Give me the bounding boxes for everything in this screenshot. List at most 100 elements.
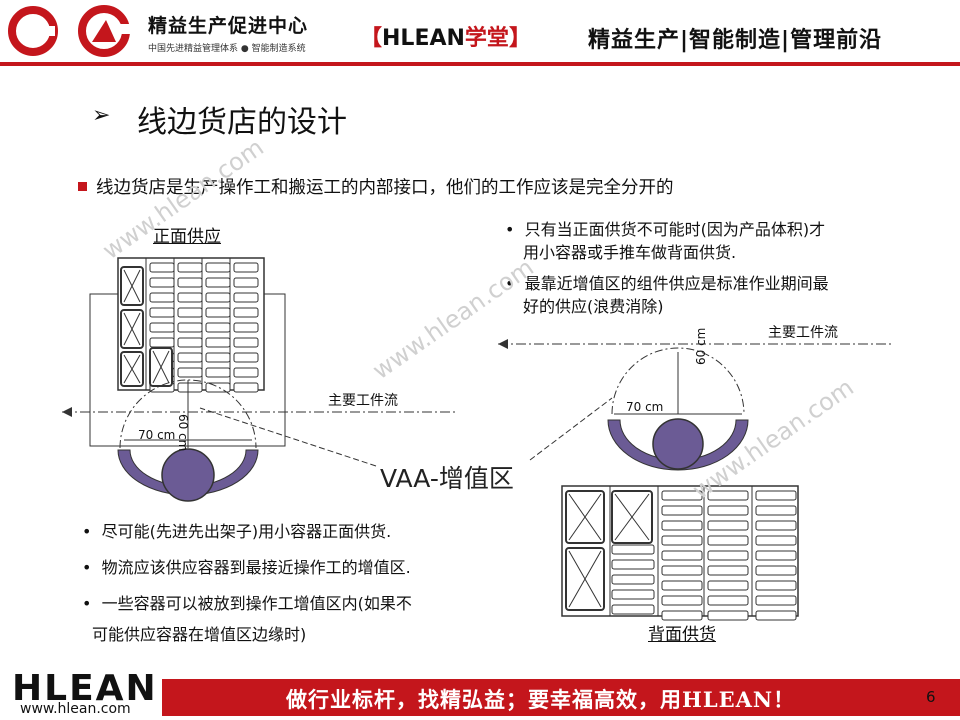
shelf-slot (755, 565, 797, 576)
shelf-slot (661, 595, 703, 606)
main-point: 线边货店是生产操作工和搬运工的内部接口，他们的工作应该是完全分开的 (96, 178, 674, 198)
shelf-slot (205, 262, 231, 273)
brand-title: 【HLEAN学堂】 (360, 20, 531, 52)
shelf-slot (233, 382, 259, 393)
shelf-slot (233, 307, 259, 318)
shelf-slot (661, 580, 703, 591)
front-supply-rack (89, 257, 286, 447)
shelf-slot (611, 574, 655, 585)
bullet-dot: • (82, 522, 92, 541)
shelf-slot (205, 277, 231, 288)
shelf-slot (233, 367, 259, 378)
left-note-2: • 物流应该供应容器到最接近操作工的增值区. (82, 556, 411, 579)
title-arrow-icon: ➢ (92, 103, 111, 128)
front-operator (117, 379, 259, 502)
shelf-slot (233, 262, 259, 273)
front-supply-label: 正面供应 (153, 227, 221, 247)
shelf-slot (177, 337, 203, 348)
container-bin (565, 547, 605, 611)
shelf-slot (755, 550, 797, 561)
shelf-slot (149, 262, 175, 273)
right-note-1-line1: 只有当正面供货不可能时(因为产品体积)才 (524, 220, 826, 239)
shelf-slot (661, 535, 703, 546)
slide-title: 线边货店的设计 (137, 105, 347, 140)
shelf-slot (707, 505, 749, 516)
back-supply-rack (561, 485, 799, 621)
bullet-dot: • (82, 558, 92, 577)
brand-name: HLEAN (382, 26, 465, 51)
container-bin (149, 347, 173, 387)
shelf-slot (177, 367, 203, 378)
depth-label-left: 60 cm (176, 414, 190, 452)
shelf-slot (707, 565, 749, 576)
bullet-dot: • (505, 220, 515, 239)
shelf-slot (177, 322, 203, 333)
shelf-slot (233, 337, 259, 348)
shelf-slot (149, 292, 175, 303)
shelf-slot (707, 535, 749, 546)
shelf-slot (611, 544, 655, 555)
shelf-slot (755, 490, 797, 501)
container-bin (565, 490, 605, 544)
shelf-slot (233, 322, 259, 333)
shelf-slot (205, 352, 231, 363)
back-supply-label: 背面供货 (648, 625, 716, 645)
left-note-3-line1: 一些容器可以被放到操作工增值区内(如果不 (101, 594, 412, 613)
container-bin (611, 490, 653, 544)
container-bin (120, 309, 144, 349)
shelf-slot (149, 322, 175, 333)
shelf-slot (661, 490, 703, 501)
header-tagline: 精益生产|智能制造|管理前沿 (588, 28, 883, 53)
width-label-right: 70 cm (626, 400, 664, 414)
vaa-label: VAA-增值区 (380, 464, 514, 493)
shelf-slot (611, 589, 655, 600)
center-subtitle: 中国先进精益管理体系 ● 智能制造系统 (148, 44, 306, 54)
flow-label-left: 主要工件流 (328, 393, 398, 409)
shelf-slot (205, 307, 231, 318)
arrow-head-icon (62, 407, 72, 417)
right-note-2: • 最靠近增值区的组件供应是标准作业期间最 好的供应(浪费消除) (505, 272, 829, 318)
width-label-left: 70 cm (138, 428, 176, 442)
shelf-slot (149, 307, 175, 318)
shelf-slot (707, 490, 749, 501)
brand-close: 】 (508, 26, 531, 51)
shelf-slot (661, 550, 703, 561)
left-note-2-line1: 物流应该供应容器到最接近操作工的增值区. (101, 558, 411, 577)
right-note-1-line2: 用小容器或手推车做背面供货. (523, 243, 737, 262)
back-operator (607, 347, 749, 471)
shelf-slot (177, 292, 203, 303)
shelf-slot (661, 565, 703, 576)
shelf-slot (755, 535, 797, 546)
bullet-dot: • (505, 274, 515, 293)
shelf-slot (707, 520, 749, 531)
shelf-slot (177, 382, 203, 393)
brand-suffix: 学堂 (464, 26, 509, 51)
shelf-slot (233, 352, 259, 363)
container-bin (120, 351, 144, 387)
shelf-slot (233, 292, 259, 303)
shelf-slot (661, 520, 703, 531)
watermark-text: www.hlean.com (367, 253, 539, 385)
right-note-2-line1: 最靠近增值区的组件供应是标准作业期间最 (524, 274, 829, 293)
shelf-slot (755, 610, 797, 621)
shelf-slot (755, 505, 797, 516)
left-note-1: • 尽可能(先进先出架子)用小容器正面供货. (82, 520, 391, 543)
shelf-slot (177, 262, 203, 273)
center-logo-icon (78, 5, 134, 57)
shelf-slot (755, 520, 797, 531)
shelf-slot (707, 580, 749, 591)
center-name: 精益生产促进中心 (148, 15, 309, 37)
shelf-slot (755, 580, 797, 591)
shelf-slot (149, 337, 175, 348)
front-rack-cells (120, 258, 259, 393)
shelf-slot (707, 550, 749, 561)
shelf-slot (149, 277, 175, 288)
header-divider (0, 62, 960, 66)
footer-bar (162, 679, 960, 716)
footer-brand: HLEAN (12, 668, 158, 709)
shelf-slot (177, 352, 203, 363)
shelf-slot (755, 595, 797, 606)
shelf-slot (707, 595, 749, 606)
shelf-slot (233, 277, 259, 288)
container-bin (120, 266, 144, 306)
